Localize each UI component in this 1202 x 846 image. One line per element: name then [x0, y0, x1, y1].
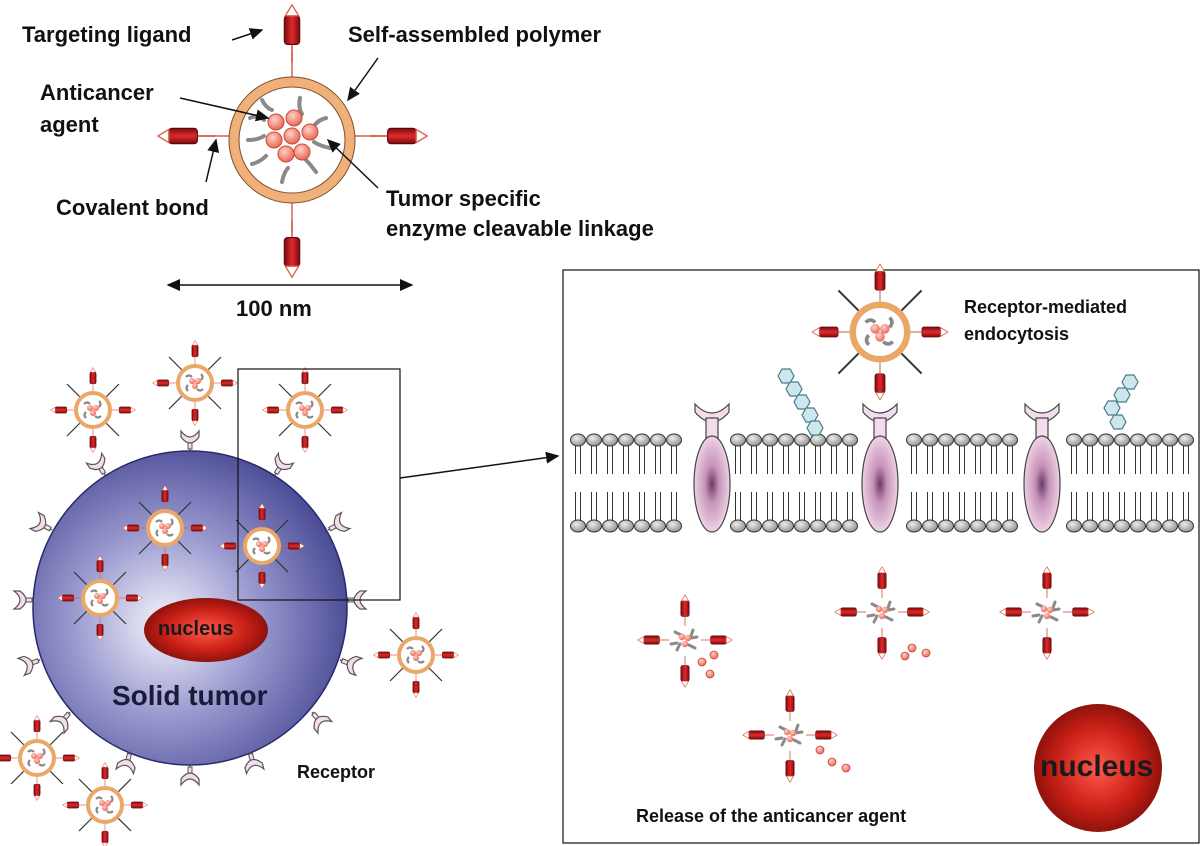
tumor-cell: [32, 450, 348, 766]
label-receptor-mediated-line1: Receptor-mediated: [964, 297, 1128, 317]
label-anticancer-line1: Anticancer: [40, 80, 154, 105]
large-nucleus: [1034, 704, 1162, 832]
label-covalent-bond: Covalent bond: [56, 195, 209, 220]
label-release: Release of the anticancer agent: [636, 806, 907, 826]
label-anticancer-line2: agent: [40, 112, 99, 137]
label-tumor-specific-line2: enzyme cleavable linkage: [386, 216, 654, 241]
label-nucleus-large: nucleus: [1040, 750, 1154, 783]
label-scale: 100 nm: [236, 296, 312, 321]
label-solid-tumor: Solid tumor: [112, 680, 268, 711]
zoom-box: [237, 368, 401, 601]
label-targeting-ligand: Targeting ligand: [22, 22, 192, 47]
label-nucleus-small: nucleus: [158, 618, 234, 640]
zoom-arrow: [399, 451, 560, 479]
label-tumor-specific-line1: Tumor specific: [386, 186, 541, 211]
label-receptor-mediated-line2: endocytosis: [964, 324, 1070, 344]
label-receptor: Receptor: [297, 762, 376, 782]
annotation-arrows: [166, 28, 414, 291]
free-drug-particles: [697, 643, 931, 773]
label-self-assembled-polymer: Self-assembled polymer: [348, 22, 602, 47]
